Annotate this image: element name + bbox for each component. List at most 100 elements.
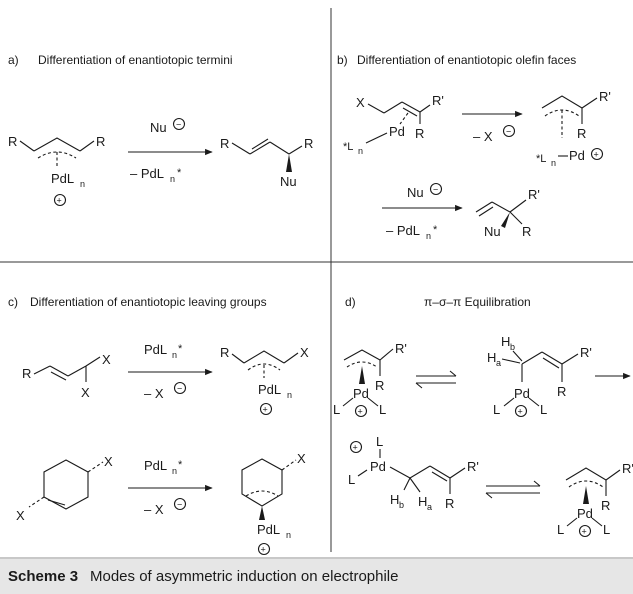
atom-star-ln: *L xyxy=(343,141,353,153)
atom-r-prime: R' xyxy=(622,461,633,476)
star: * xyxy=(433,224,438,236)
scheme-caption: Scheme 3 Modes of asymmetric induction o… xyxy=(0,557,633,594)
atom-nu: Nu xyxy=(280,174,297,189)
atom-l: L xyxy=(493,402,500,417)
panel-a: a) Differentiation of enantiotopic termi… xyxy=(8,53,313,207)
atom-x: X xyxy=(104,454,113,469)
atom-r-prime: R' xyxy=(432,93,444,108)
atom-h: H xyxy=(487,350,496,365)
atom-r: R xyxy=(522,224,531,239)
sub-n: n xyxy=(80,179,85,189)
reagent-nu: Nu xyxy=(150,120,167,135)
caption-text: Modes of asymmetric induction on electro… xyxy=(90,568,399,585)
atom-r-prime: R' xyxy=(467,459,479,474)
charge-minus: − xyxy=(506,127,511,137)
caption-label: Scheme 3 xyxy=(8,568,79,585)
panel-d-title: π–σ–π Equilibration xyxy=(424,295,531,309)
reagent-minus-pdl: – PdL xyxy=(130,166,164,181)
atom-r: R xyxy=(577,126,586,141)
atom-pd: Pd xyxy=(514,386,530,401)
atom-r: R xyxy=(96,134,105,149)
charge-plus: + xyxy=(518,407,523,417)
panel-b-title: Differentiation of enantiotopic olefin f… xyxy=(357,53,576,67)
atom-x: X xyxy=(102,352,111,367)
atom-l: L xyxy=(348,472,355,487)
atom-r: R xyxy=(22,366,31,381)
sub-n: n xyxy=(287,390,292,400)
panel-b-letter: b) xyxy=(337,53,348,67)
sub-n: n xyxy=(172,350,177,360)
atom-pd: Pd xyxy=(353,386,369,401)
atom-x: X xyxy=(16,508,25,523)
reagent-nu: Nu xyxy=(407,185,424,200)
charge-plus: + xyxy=(263,405,268,415)
reagent-minus-pdl: – PdL xyxy=(386,223,420,238)
atom-r-prime: R' xyxy=(599,89,611,104)
atom-r: R xyxy=(601,498,610,513)
atom-x: X xyxy=(81,385,90,400)
atom-x: X xyxy=(356,95,365,110)
reagent-minus-x: – X xyxy=(144,386,164,401)
panel-c: c) Differentiation of enantiotopic leavi… xyxy=(8,295,309,556)
panel-b: b) Differentiation of enantiotopic olefi… xyxy=(337,53,611,241)
atom-pd: Pd xyxy=(389,124,405,139)
charge-plus: + xyxy=(594,150,599,160)
sub-n: n xyxy=(358,146,363,156)
atom-r-prime: R' xyxy=(395,341,407,356)
charge-minus: − xyxy=(177,500,182,510)
atom-pdl: PdL xyxy=(51,171,74,186)
atom-r-prime: R' xyxy=(528,187,540,202)
sub-n: n xyxy=(551,158,556,168)
atom-nu: Nu xyxy=(484,224,501,239)
charge-plus: + xyxy=(582,527,587,537)
atom-pdl: PdL xyxy=(258,382,281,397)
reagent-minus-x: – X xyxy=(473,129,493,144)
sub-n: n xyxy=(170,174,175,184)
atom-l: L xyxy=(603,522,610,537)
charge-plus: + xyxy=(353,443,358,453)
atom-r: R xyxy=(557,384,566,399)
atom-h: H xyxy=(390,492,399,507)
charge-minus: − xyxy=(177,384,182,394)
atom-r: R xyxy=(415,126,424,141)
atom-l: L xyxy=(557,522,564,537)
star: * xyxy=(178,459,183,471)
sub-b: b xyxy=(510,342,515,352)
atom-r: R xyxy=(304,136,313,151)
panel-c-letter: c) xyxy=(8,295,18,309)
atom-x: X xyxy=(297,451,306,466)
atom-pd: Pd xyxy=(569,148,585,163)
atom-h: H xyxy=(501,334,510,349)
sub-n: n xyxy=(286,530,291,540)
atom-pd: Pd xyxy=(370,459,386,474)
reagent-minus-x: – X xyxy=(144,502,164,517)
charge-plus: + xyxy=(57,196,62,206)
atom-pd: Pd xyxy=(577,506,593,521)
atom-r: R xyxy=(375,378,384,393)
atom-r-prime: R' xyxy=(580,345,592,360)
charge-minus: − xyxy=(433,185,438,195)
panel-d: d) π–σ–π Equilibration R' R Pd L L + H b… xyxy=(333,295,633,538)
sub-b: b xyxy=(399,500,404,510)
star: * xyxy=(178,343,183,355)
atom-r: R xyxy=(220,345,229,360)
panel-c-title: Differentiation of enantiotopic leaving … xyxy=(30,295,267,309)
sub-n: n xyxy=(426,231,431,241)
charge-minus: − xyxy=(176,120,181,130)
atom-l: L xyxy=(333,402,340,417)
atom-r: R xyxy=(220,136,229,151)
atom-l: L xyxy=(379,402,386,417)
panel-a-title: Differentiation of enantiotopic termini xyxy=(38,53,233,67)
star: * xyxy=(177,167,182,179)
charge-plus: + xyxy=(358,407,363,417)
atom-x: X xyxy=(300,345,309,360)
atom-r: R xyxy=(8,134,17,149)
reagent-pdl: PdL xyxy=(144,342,167,357)
atom-h: H xyxy=(418,494,427,509)
panel-a-letter: a) xyxy=(8,53,19,67)
sub-a: a xyxy=(427,502,432,512)
atom-pdl: PdL xyxy=(257,522,280,537)
atom-star-ln: *L xyxy=(536,153,546,165)
reaction-scheme: a) Differentiation of enantiotopic termi… xyxy=(0,8,633,556)
atom-l: L xyxy=(376,434,383,449)
